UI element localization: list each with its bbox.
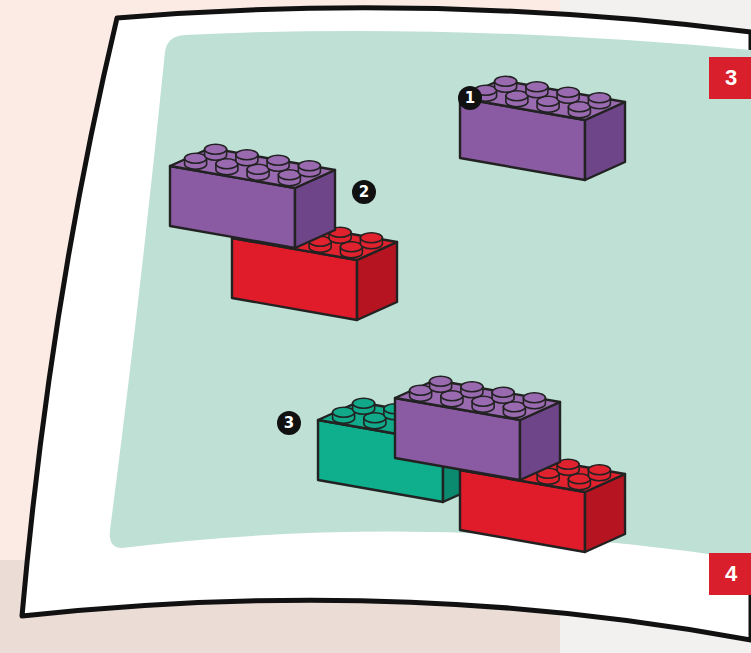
page-tab-number: 3 [709, 57, 751, 99]
callout-number: 3 [277, 411, 301, 435]
green-panel [110, 31, 751, 560]
page-tab-number: 4 [709, 553, 751, 595]
step-3-purple-brick [395, 376, 560, 480]
instruction-sheet [22, 8, 751, 640]
step-1-brick [460, 76, 625, 180]
step-2-purple-brick [170, 144, 335, 248]
callout-number: 1 [458, 86, 482, 110]
callout-number: 2 [352, 180, 376, 204]
